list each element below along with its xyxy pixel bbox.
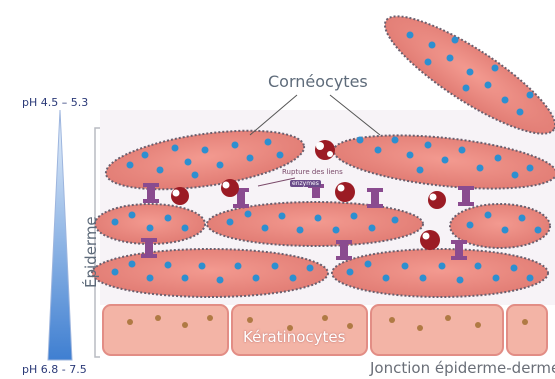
keratinocyte-cell xyxy=(103,305,228,355)
epiderme-label: Épiderme xyxy=(82,216,100,288)
keratinocyte-cell xyxy=(371,305,503,355)
corneocyte xyxy=(332,249,548,297)
ph-bottom-label: pH 6.8 - 7.5 xyxy=(22,363,87,376)
corneocyte xyxy=(207,202,423,246)
rupture-label: Rupture des liens xyxy=(282,168,343,176)
corneocytes-label: Cornéocytes xyxy=(268,72,368,91)
enzymes-label: enzymes xyxy=(290,180,321,187)
corneocyte xyxy=(92,249,328,297)
keratinocyte-cell xyxy=(507,305,547,355)
jonction-label: Jonction épiderme-derme xyxy=(370,359,555,377)
ph-top-label: pH 4.5 – 5.3 xyxy=(22,96,88,109)
keratinocytes-label: Kératinocytes xyxy=(243,328,345,346)
corneocyte-row-2 xyxy=(95,202,550,248)
ph-gradient-triangle xyxy=(48,110,72,360)
